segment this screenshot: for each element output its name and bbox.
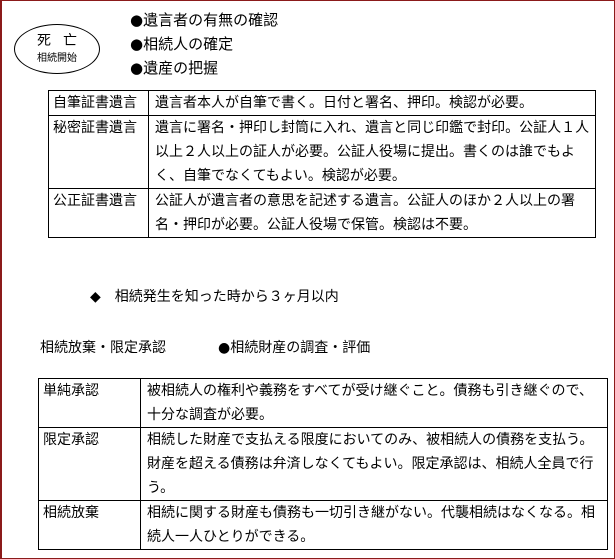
death-oval: 死亡 相続開始 bbox=[14, 24, 100, 74]
acceptance-desc: 被相続人の権利や義務をすべてが受け継ぐこと。債務も引き継ぐので、十分な調査が必要… bbox=[140, 378, 608, 428]
will-type: 公正証書遺言 bbox=[48, 188, 149, 238]
oval-subtitle: 相続開始 bbox=[37, 53, 77, 64]
acceptance-table: 単純承認 被相続人の権利や義務をすべてが受け継ぐこと。債務も引き継ぐので、十分な… bbox=[38, 378, 608, 550]
oval-title: 死亡 bbox=[37, 33, 89, 49]
table-row: 限定承認 相続した財産で支払える限度においてのみ、被相続人の債務を支払う。財産を… bbox=[38, 427, 608, 501]
acceptance-type: 相続放棄 bbox=[38, 500, 141, 550]
table-row: 公正証書遺言 公証人が遺言者の意思を記述する遺言。公証人のほか２人以上の署名・押… bbox=[48, 188, 596, 238]
step-item: ●遺言者の有無の確認 bbox=[130, 11, 279, 29]
acceptance-type: 単純承認 bbox=[38, 378, 141, 428]
decision-right: ●相続財産の調査・評価 bbox=[218, 340, 371, 356]
step-item: ●相続人の確定 bbox=[130, 35, 234, 53]
acceptance-desc: 相続に関する財産も債務も一切引き継がない。代襲相続はなくなる。相続人一人ひとりが… bbox=[140, 500, 608, 550]
acceptance-type: 限定承認 bbox=[38, 427, 141, 501]
will-desc: 遺言に署名・押印し封筒に入れ、遺言と同じ印鑑で封印。公証人１人以上２人以上の証人… bbox=[148, 115, 596, 189]
will-type: 秘密証書遺言 bbox=[48, 115, 149, 189]
will-desc: 遺言者本人が自筆で書く。日付と署名、押印。検認が必要。 bbox=[148, 90, 596, 116]
decision-line: 相続放棄・限定承認 ●相続財産の調査・評価 bbox=[40, 338, 370, 358]
wills-table: 自筆証書遺言 遺言者本人が自筆で書く。日付と署名、押印。検認が必要。 秘密証書遺… bbox=[48, 90, 596, 238]
table-row: 秘密証書遺言 遺言に署名・押印し封筒に入れ、遺言と同じ印鑑で封印。公証人１人以上… bbox=[48, 115, 596, 189]
step-item: ●遺産の把握 bbox=[130, 59, 219, 77]
will-type: 自筆証書遺言 bbox=[48, 90, 149, 116]
acceptance-desc: 相続した財産で支払える限度においてのみ、被相続人の債務を支払う。財産を超える債務… bbox=[140, 427, 608, 501]
table-row: 単純承認 被相続人の権利や義務をすべてが受け継ぐこと。債務も引き継ぐので、十分な… bbox=[38, 378, 608, 428]
deadline-line: ◆ 相続発生を知った時から３ヶ月以内 bbox=[90, 287, 339, 307]
steps-list: ●遺言者の有無の確認 ●相続人の確定 ●遺産の把握 bbox=[130, 8, 278, 80]
table-row: 自筆証書遺言 遺言者本人が自筆で書く。日付と署名、押印。検認が必要。 bbox=[48, 90, 596, 116]
diamond-icon: ◆ bbox=[90, 289, 101, 305]
table-row: 相続放棄 相続に関する財産も債務も一切引き継がない。代襲相続はなくなる。相続人一… bbox=[38, 500, 608, 550]
decision-left: 相続放棄・限定承認 bbox=[40, 340, 166, 356]
will-desc: 公証人が遺言者の意思を記述する遺言。公証人のほか２人以上の署名・押印が必要。公証… bbox=[148, 188, 596, 238]
deadline-text: 相続発生を知った時から３ヶ月以内 bbox=[114, 289, 339, 305]
